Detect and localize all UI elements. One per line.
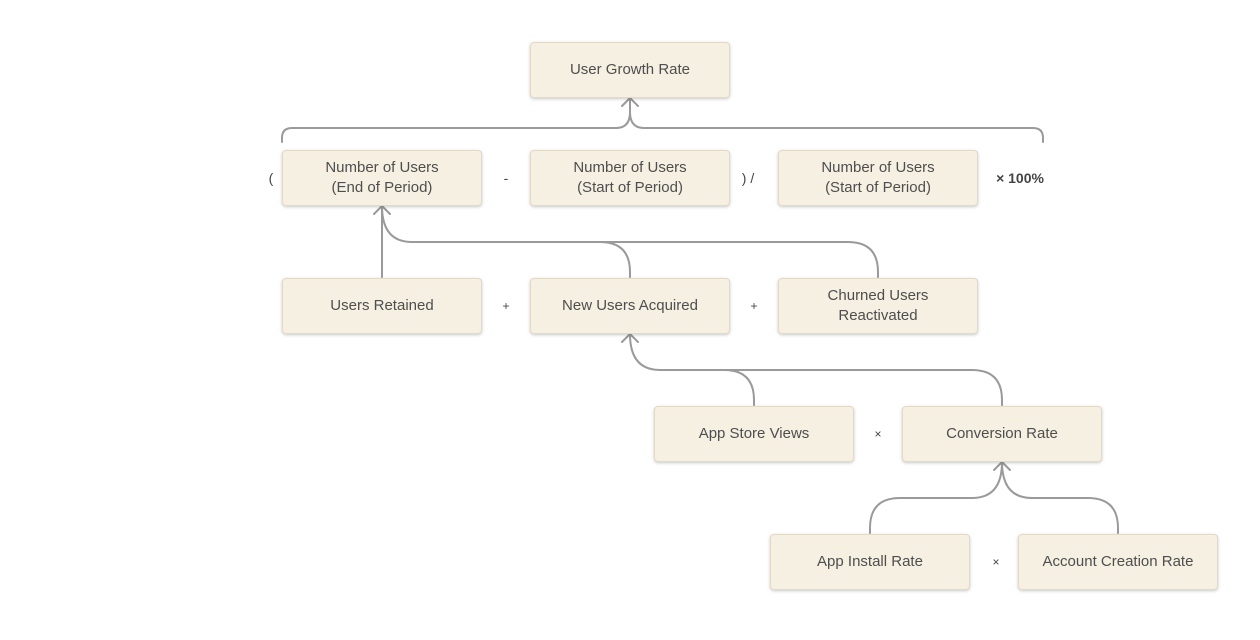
operator-times-1: × [874,427,882,441]
node-label: (Start of Period) [577,179,683,196]
node-users-end-of-period[interactable]: Number of Users (End of Period) [282,150,482,206]
node-account-creation-rate[interactable]: Account Creation Rate [1018,534,1218,590]
operator-minus: - [503,170,509,186]
node-churned-users-reactivated[interactable]: Churned Users Reactivated [778,278,978,334]
node-label: Conversion Rate [946,425,1058,442]
arrowhead-conversion [993,461,1011,471]
connector-churned-to-end [599,241,879,278]
node-label: Users Retained [330,297,434,314]
node-label: New Users Acquired [562,297,698,314]
node-label: App Store Views [698,425,810,442]
node-label: User Growth Rate [569,61,691,78]
node-label: Number of Users [573,159,687,176]
node-app-install-rate[interactable]: App Install Rate [770,534,970,590]
operator-close-paren-divide: ) / [741,170,755,186]
node-user-growth-rate[interactable]: User Growth Rate [530,42,730,98]
node-label: Reactivated [838,307,918,324]
operator-times-2: × [992,555,1000,569]
operator-times-100: × 100% [996,170,1044,186]
node-app-store-views[interactable]: App Store Views [654,406,854,462]
connector-new-users-to-end [381,205,631,278]
node-users-start-of-period-2[interactable]: Number of Users (Start of Period) [778,150,978,206]
node-conversion-rate[interactable]: Conversion Rate [902,406,1102,462]
node-label: Number of Users [325,159,439,176]
node-users-retained[interactable]: Users Retained [282,278,482,334]
node-label: App Install Rate [817,553,923,570]
arrowhead-growth-rate [621,97,639,107]
operator-plus-2: + [750,299,758,313]
connector-conversion-to-new-users [723,369,1003,406]
node-users-start-of-period-1[interactable]: Number of Users (Start of Period) [530,150,730,206]
node-new-users-acquired[interactable]: New Users Acquired [530,278,730,334]
arrowhead-end-period [373,205,391,215]
connector-account-to-conversion [1001,461,1119,534]
node-label: (Start of Period) [825,179,931,196]
arrowhead-new-users [621,333,639,343]
operator-open-paren: ( [268,170,274,186]
node-label: Number of Users [821,159,935,176]
node-label: Account Creation Rate [1042,553,1194,570]
connector-install-to-conversion [869,461,1003,534]
brace-connector-growth-rate [281,97,1044,143]
node-label: Churned Users [827,287,929,304]
operator-plus-1: + [502,299,510,313]
node-label: (End of Period) [331,179,433,196]
